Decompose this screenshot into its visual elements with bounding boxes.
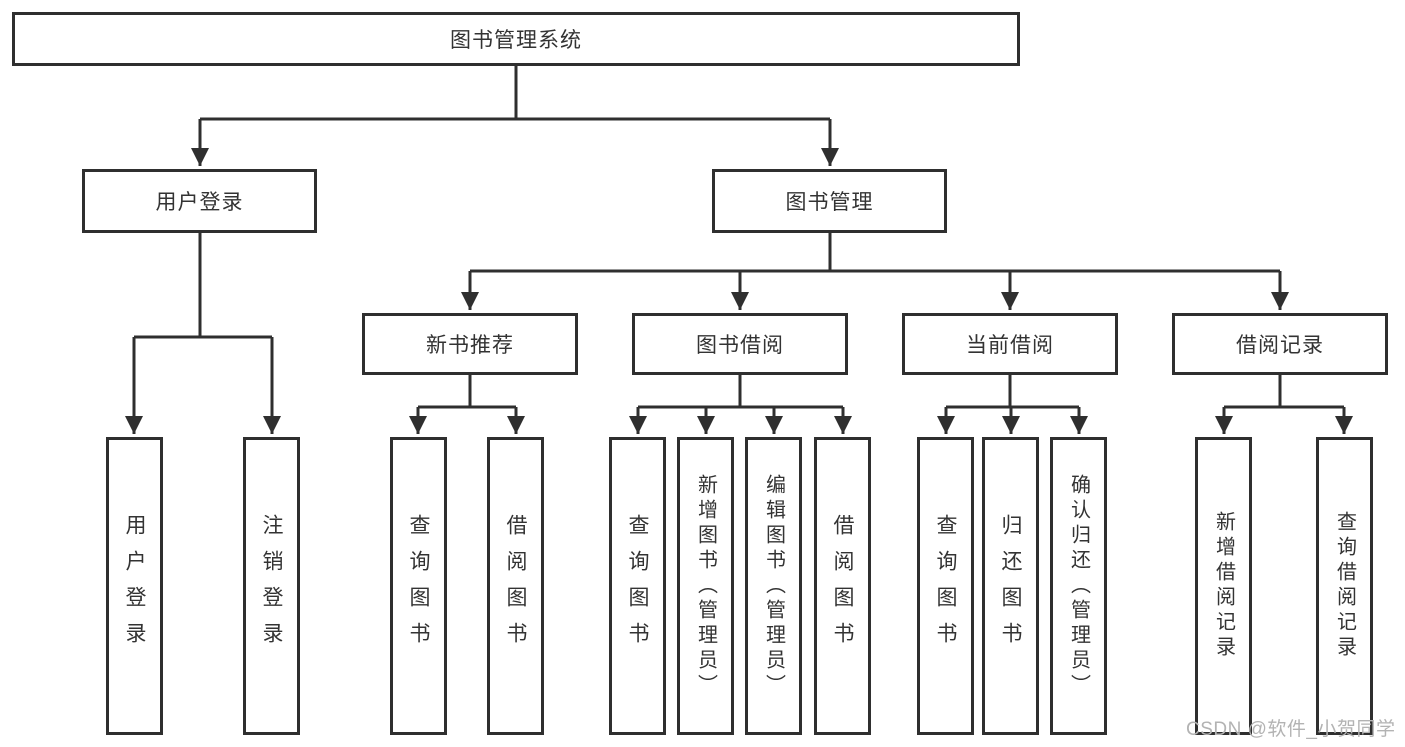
node-borrowing-records: 借阅记录 xyxy=(1172,313,1388,375)
node-label: 借阅记录 xyxy=(1236,334,1324,357)
leaf-label: 用户登录 xyxy=(123,514,146,658)
leaf-label: 新增图书（管理员） xyxy=(694,473,717,699)
leaf-logout: 注销登录 xyxy=(243,437,300,735)
leaf-label: 查询借阅记录 xyxy=(1333,511,1356,661)
leaf-label: 注销登录 xyxy=(260,514,283,658)
node-user-login: 用户登录 xyxy=(82,169,317,233)
node-label: 当前借阅 xyxy=(966,334,1054,357)
leaf-edit-books-admin: 编辑图书（管理员） xyxy=(745,437,802,735)
node-current-borrowing: 当前借阅 xyxy=(902,313,1118,375)
leaf-borrow-books-recommend: 借阅图书 xyxy=(487,437,544,735)
leaf-return-books: 归还图书 xyxy=(982,437,1039,735)
leaf-add-books-admin: 新增图书（管理员） xyxy=(677,437,734,735)
node-new-book-recommendation: 新书推荐 xyxy=(362,313,578,375)
leaf-label: 编辑图书（管理员） xyxy=(762,473,785,699)
leaf-label: 查询图书 xyxy=(407,514,430,658)
node-label: 图书借阅 xyxy=(696,334,784,357)
leaf-query-books-borrowing: 查询图书 xyxy=(609,437,666,735)
node-label: 图书管理 xyxy=(785,191,874,214)
leaf-label: 新增借阅记录 xyxy=(1212,511,1235,661)
leaf-label: 归还图书 xyxy=(999,514,1022,658)
leaf-borrow-books: 借阅图书 xyxy=(814,437,871,735)
leaf-query-books-recommend: 查询图书 xyxy=(390,437,447,735)
node-label: 图书管理系统 xyxy=(450,29,582,52)
leaf-confirm-return-admin: 确认归还（管理员） xyxy=(1050,437,1107,735)
node-library-management-system: 图书管理系统 xyxy=(12,12,1020,66)
leaf-label: 借阅图书 xyxy=(504,514,527,658)
leaf-query-borrow-record: 查询借阅记录 xyxy=(1316,437,1373,735)
leaf-add-borrow-record: 新增借阅记录 xyxy=(1195,437,1252,735)
leaf-label: 确认归还（管理员） xyxy=(1067,473,1090,699)
leaf-label: 借阅图书 xyxy=(831,514,854,658)
leaf-label: 查询图书 xyxy=(934,514,957,658)
leaf-user-login: 用户登录 xyxy=(106,437,163,735)
node-label: 用户登录 xyxy=(155,191,244,214)
leaf-label: 查询图书 xyxy=(626,514,649,658)
node-label: 新书推荐 xyxy=(426,334,514,357)
leaf-query-books-current: 查询图书 xyxy=(917,437,974,735)
csdn-watermark: CSDN @软件_小贺同学 xyxy=(1186,719,1396,740)
node-book-management: 图书管理 xyxy=(712,169,947,233)
node-book-borrowing: 图书借阅 xyxy=(632,313,848,375)
